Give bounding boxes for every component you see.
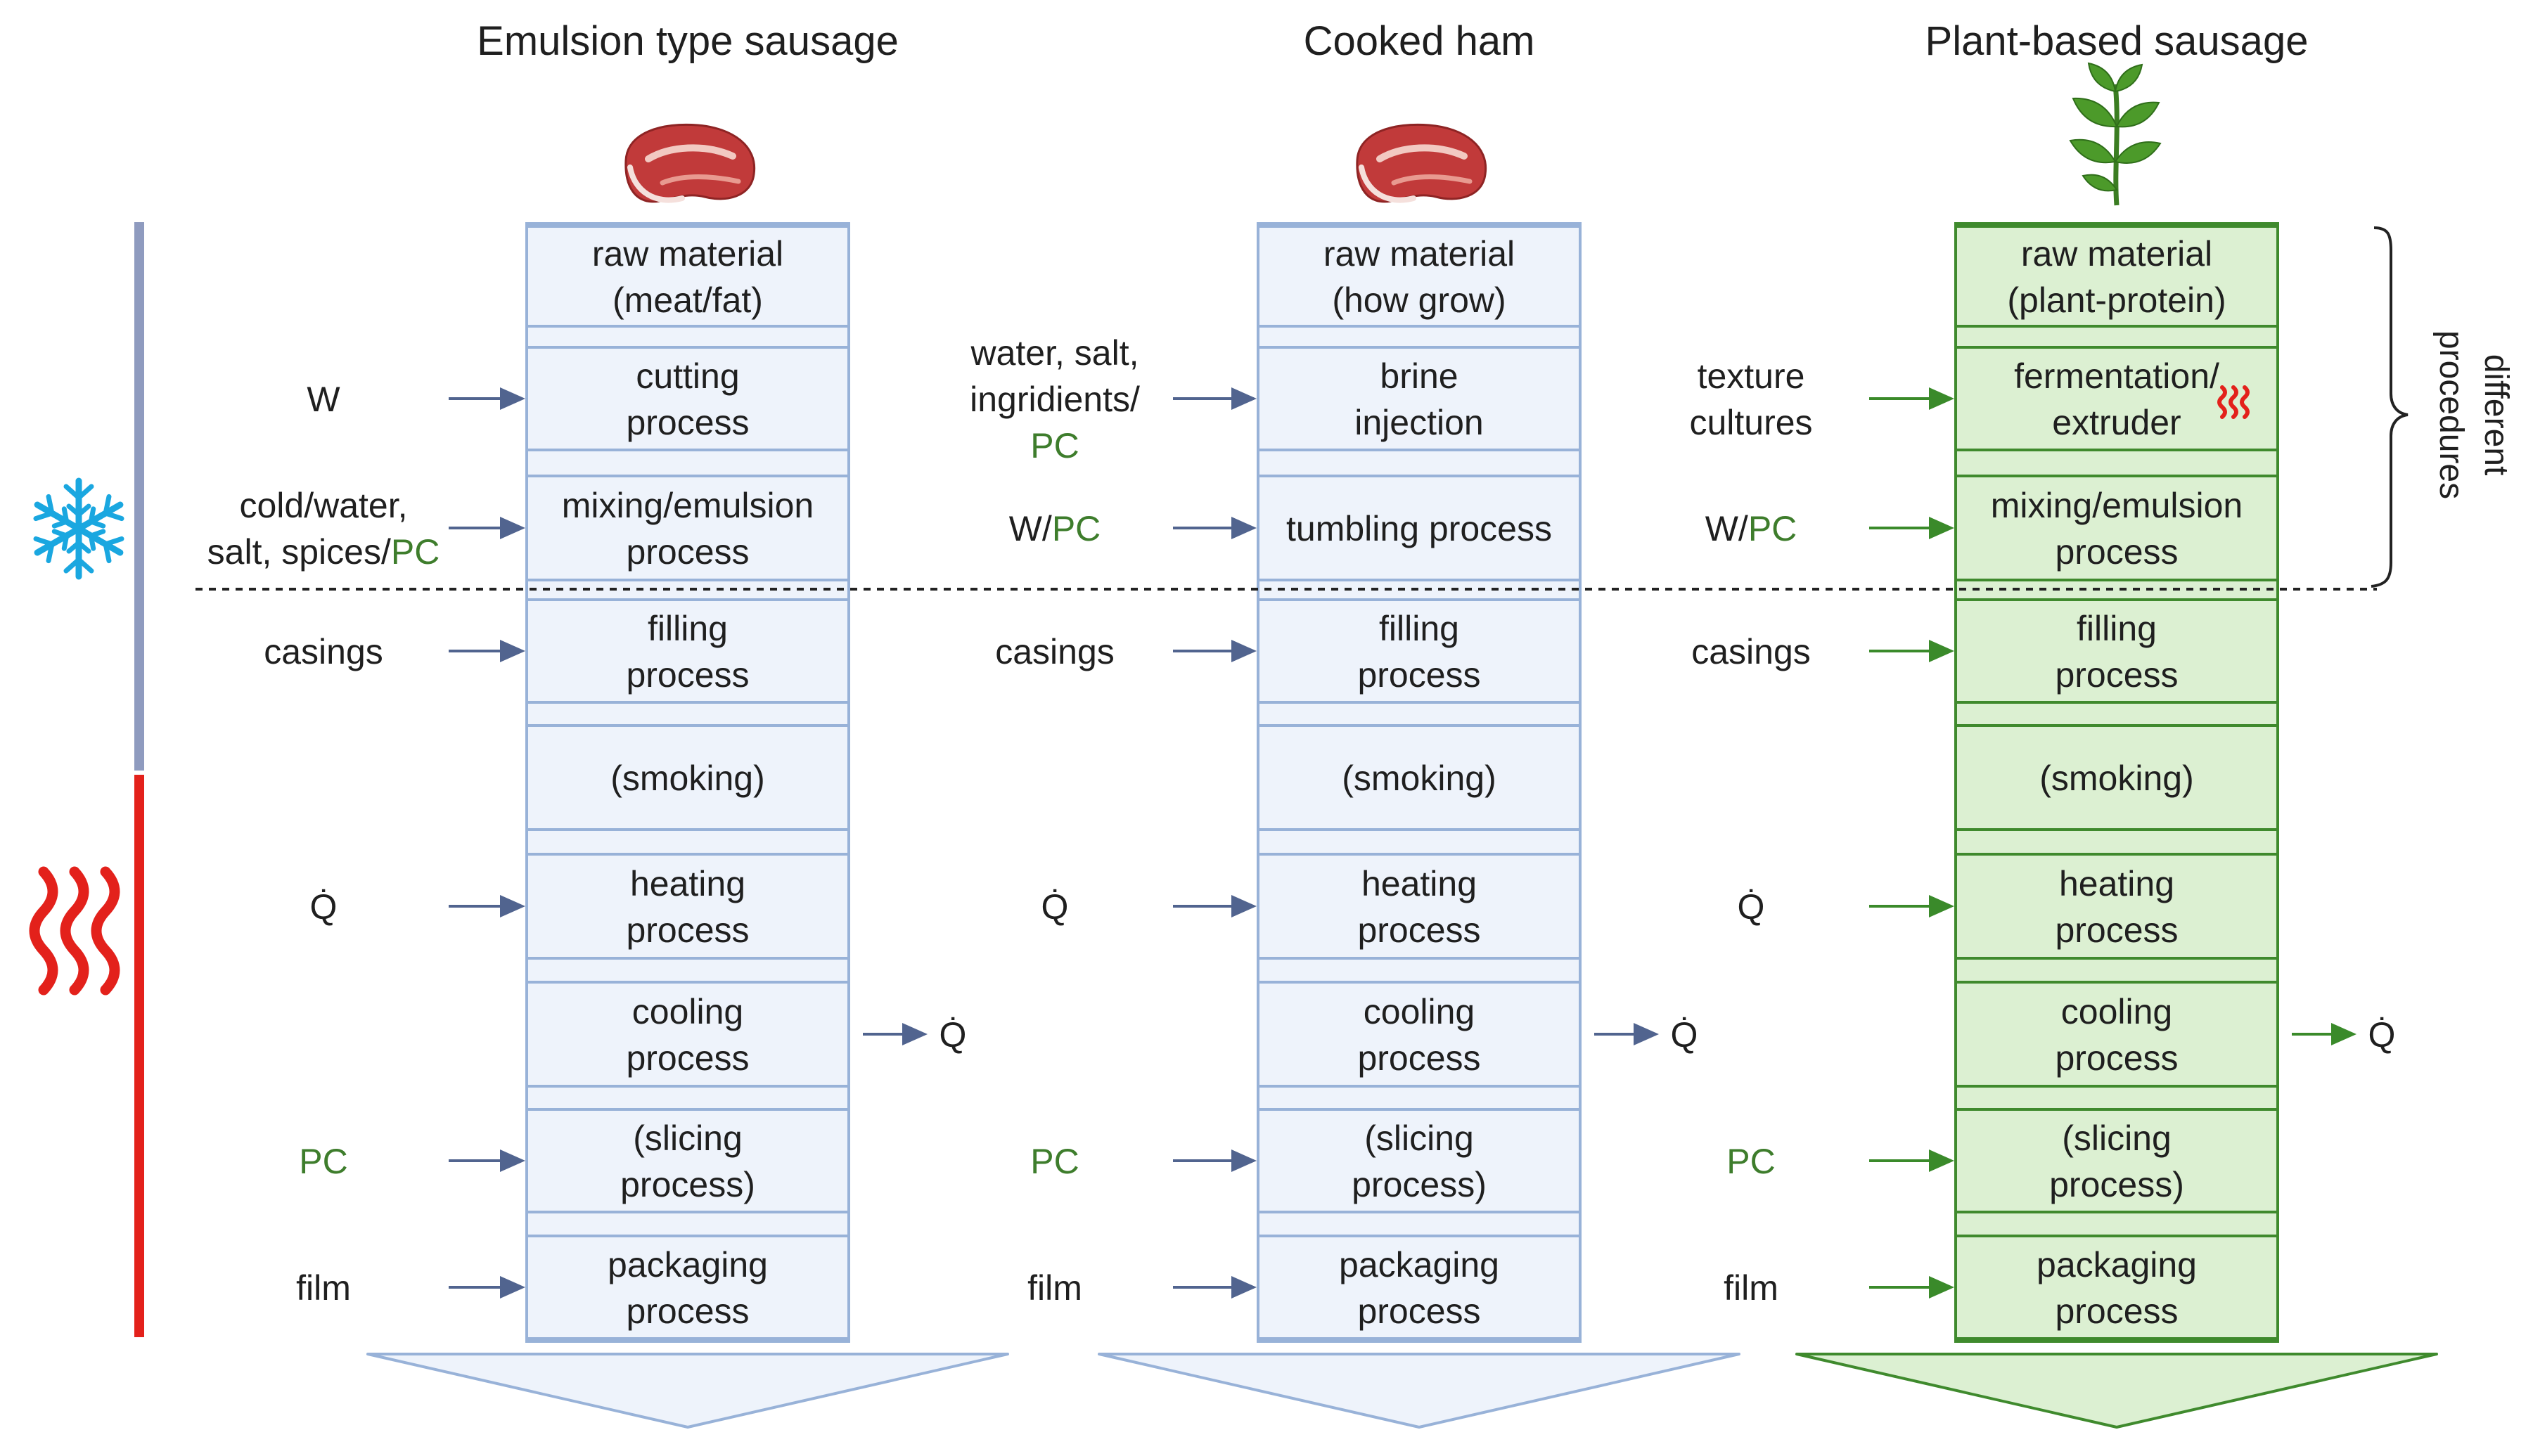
process-step-box [525,598,850,704]
procedure-brace [2371,226,2409,588]
process-step-box [1954,1108,2279,1213]
heat-waves-icon [29,866,120,996]
process-step-box [1954,346,2279,451]
process-step-box [1954,1235,2279,1340]
snowflake-icon [33,477,124,580]
input-label: casings [264,632,383,671]
input-label: film [1027,1268,1082,1308]
input-label: PC [299,1142,347,1181]
process-step-box [525,1235,850,1340]
input-label: PC [1030,1142,1079,1181]
process-step-box [525,225,850,328]
meat-steak-icon [624,123,756,203]
process-step-box [525,1108,850,1213]
cold-phase-bar [134,222,144,771]
process-step-box [1257,1108,1582,1213]
input-label: W/PC [1705,509,1797,548]
process-step-label: raw material(plant-protein) [2007,234,2226,320]
input-label: texture [1698,356,1805,396]
process-step-label: tumbling process [1286,509,1552,548]
process-step-box [1954,225,2279,328]
input-label: W/PC [1009,509,1101,548]
process-step-box [525,475,850,581]
process-step-label: raw material(how grow) [1323,234,1515,320]
process-column-1 [366,222,1009,1429]
input-label: casings [1691,632,1811,671]
input-label: salt, spices/PC [207,532,440,572]
output-label: Q̇ [2368,1015,2396,1055]
process-step-box [525,346,850,451]
flow-arrow-head [1098,1353,1740,1429]
input-label: Q̇ [1738,887,1765,927]
input-label: ingridients/ [970,380,1140,419]
process-step-label: fermentation/extruder [2014,356,2219,442]
input-label: Q̇ [310,887,338,927]
input-label: cold/water, [239,486,407,525]
process-step-box [1257,724,1582,831]
process-step-box [1257,598,1582,704]
flow-arrow-head [1795,1353,2438,1429]
meat-steak-icon [1356,123,1487,203]
output-label: Q̇ [1671,1015,1698,1055]
column-title: Plant-based sausage [1925,18,2309,64]
output-label: Q̇ [940,1015,967,1055]
process-step-box [1257,853,1582,960]
input-label: water, salt, [970,333,1139,373]
process-column-2 [1098,222,1740,1429]
process-step-box [1954,853,2279,960]
input-label: film [1724,1268,1778,1308]
input-label: Q̇ [1041,887,1069,927]
process-step-box [1257,981,1582,1088]
process-step-label: (smoking) [1342,759,1496,798]
process-step-box [1257,346,1582,451]
input-label: casings [995,632,1115,671]
process-step-label: (smoking) [2039,759,2193,798]
process-step-box [1954,981,2279,1088]
process-step-box [1954,724,2279,831]
process-step-label: raw material(meat/fat) [592,234,783,320]
plant-sprout-icon [2069,62,2162,206]
input-label: cultures [1689,403,1812,442]
process-step-box [1257,1235,1582,1340]
input-label: W [307,380,340,419]
input-label: film [296,1268,351,1308]
process-step-box [1257,225,1582,328]
process-step-box [1954,475,2279,581]
input-label: PC [1726,1142,1775,1181]
different-procedures-label: differentprocedures [2432,330,2515,499]
flow-arrow-head [366,1353,1009,1429]
process-step-label: (smoking) [610,759,764,798]
heat-phase-bar [134,775,144,1337]
process-step-box [525,853,850,960]
process-step-box [525,981,850,1088]
extruder-heat-icon [2217,385,2250,419]
column-title: Emulsion type sausage [477,18,899,64]
process-step-box [1954,598,2279,704]
column-title: Cooked ham [1304,18,1535,64]
process-step-box [1257,475,1582,581]
input-label: PC [1030,426,1079,465]
process-step-box [525,724,850,831]
